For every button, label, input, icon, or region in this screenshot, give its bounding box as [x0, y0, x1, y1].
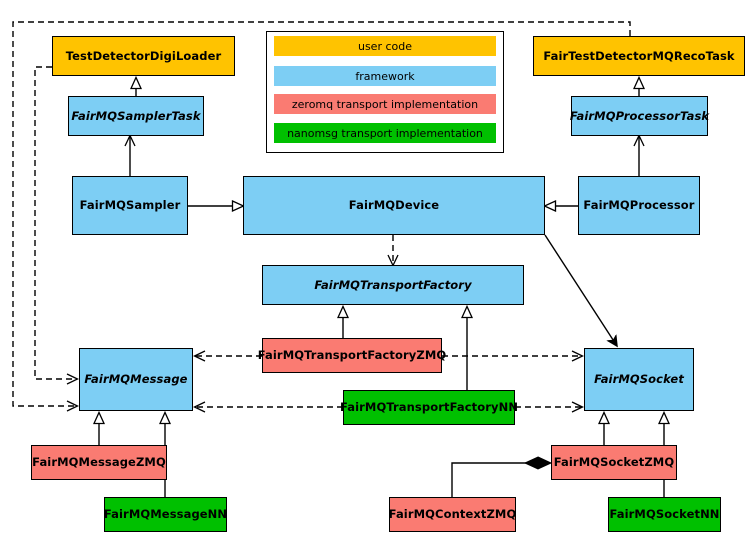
class-box-fairmq-socket-nn[interactable]: FairMQSocketNN — [608, 497, 721, 532]
class-label: FairMQSocket — [594, 372, 684, 387]
edge-contextzmq-socketzmq — [451, 462, 538, 497]
composition-diamond — [523, 456, 553, 470]
class-label: FairMQTransportFactoryZMQ — [257, 348, 447, 363]
class-box-fairmq-sampler[interactable]: FairMQSampler — [72, 176, 188, 235]
class-label: FairMQContextZMQ — [388, 507, 517, 522]
class-box-fairmq-message-zmq[interactable]: FairMQMessageZMQ — [31, 445, 167, 480]
legend-item-nanomsg: nanomsg transport implementation — [274, 123, 496, 143]
class-label: FairMQMessageZMQ — [32, 455, 166, 470]
class-box-fairmq-processor-task[interactable]: FairMQProcessorTask — [569, 96, 710, 136]
class-label: FairMQTransportFactory — [314, 277, 472, 292]
legend-item-zeromq: zeromq transport implementation — [274, 94, 496, 114]
class-label: FairMQSamplerTask — [71, 108, 201, 123]
legend-item-framework: framework — [274, 66, 496, 86]
class-box-fairmq-transport-factory-zmq[interactable]: FairMQTransportFactoryZMQ — [258, 338, 446, 373]
class-label: FairTestDetectorMQRecoTask — [543, 48, 735, 63]
class-box-fairmq-processor[interactable]: FairMQProcessor — [578, 176, 700, 235]
class-box-fairmq-transport-factory[interactable]: FairMQTransportFactory — [262, 265, 524, 305]
class-label: FairMQProcessor — [583, 198, 695, 213]
class-box-fairmq-message-nn[interactable]: FairMQMessageNN — [104, 497, 227, 532]
class-label: FairMQMessage — [84, 372, 188, 387]
class-box-fairmq-socket[interactable]: FairMQSocket — [584, 348, 694, 411]
legend-label-user-code: user code — [357, 39, 413, 53]
edge-device-socket — [544, 234, 617, 346]
class-box-fairmq-transport-factory-nn[interactable]: FairMQTransportFactoryNN — [339, 390, 519, 425]
legend-label-nanomsg: nanomsg transport implementation — [287, 126, 483, 140]
class-label: FairMQDevice — [348, 198, 440, 213]
legend-item-user-code: user code — [274, 36, 496, 56]
class-label: FairMQSocketNN — [609, 507, 720, 522]
legend-label-framework: framework — [355, 69, 415, 83]
edge-digiloader-message — [34, 66, 77, 379]
class-box-fairmq-context-zmq[interactable]: FairMQContextZMQ — [389, 497, 516, 532]
edge-recotask-message — [12, 21, 631, 406]
class-box-fairmq-device[interactable]: FairMQDevice — [243, 176, 545, 235]
class-box-fairmq-socket-zmq[interactable]: FairMQSocketZMQ — [551, 445, 677, 480]
class-box-fairmq-sampler-task[interactable]: FairMQSamplerTask — [68, 96, 204, 136]
class-box-fair-test-detector-mq-reco-task[interactable]: FairTestDetectorMQRecoTask — [533, 36, 745, 76]
class-box-test-detector-digi-loader[interactable]: TestDetectorDigiLoader — [52, 36, 235, 76]
class-label: FairMQTransportFactoryNN — [339, 400, 519, 415]
legend-label-zeromq: zeromq transport implementation — [291, 97, 479, 111]
class-box-fairmq-message[interactable]: FairMQMessage — [79, 348, 193, 411]
class-label: FairMQProcessorTask — [569, 108, 710, 123]
class-label: TestDetectorDigiLoader — [65, 48, 222, 63]
class-label: FairMQSocketZMQ — [553, 455, 675, 470]
class-label: FairMQSampler — [79, 198, 181, 213]
class-label: FairMQMessageNN — [103, 507, 228, 522]
